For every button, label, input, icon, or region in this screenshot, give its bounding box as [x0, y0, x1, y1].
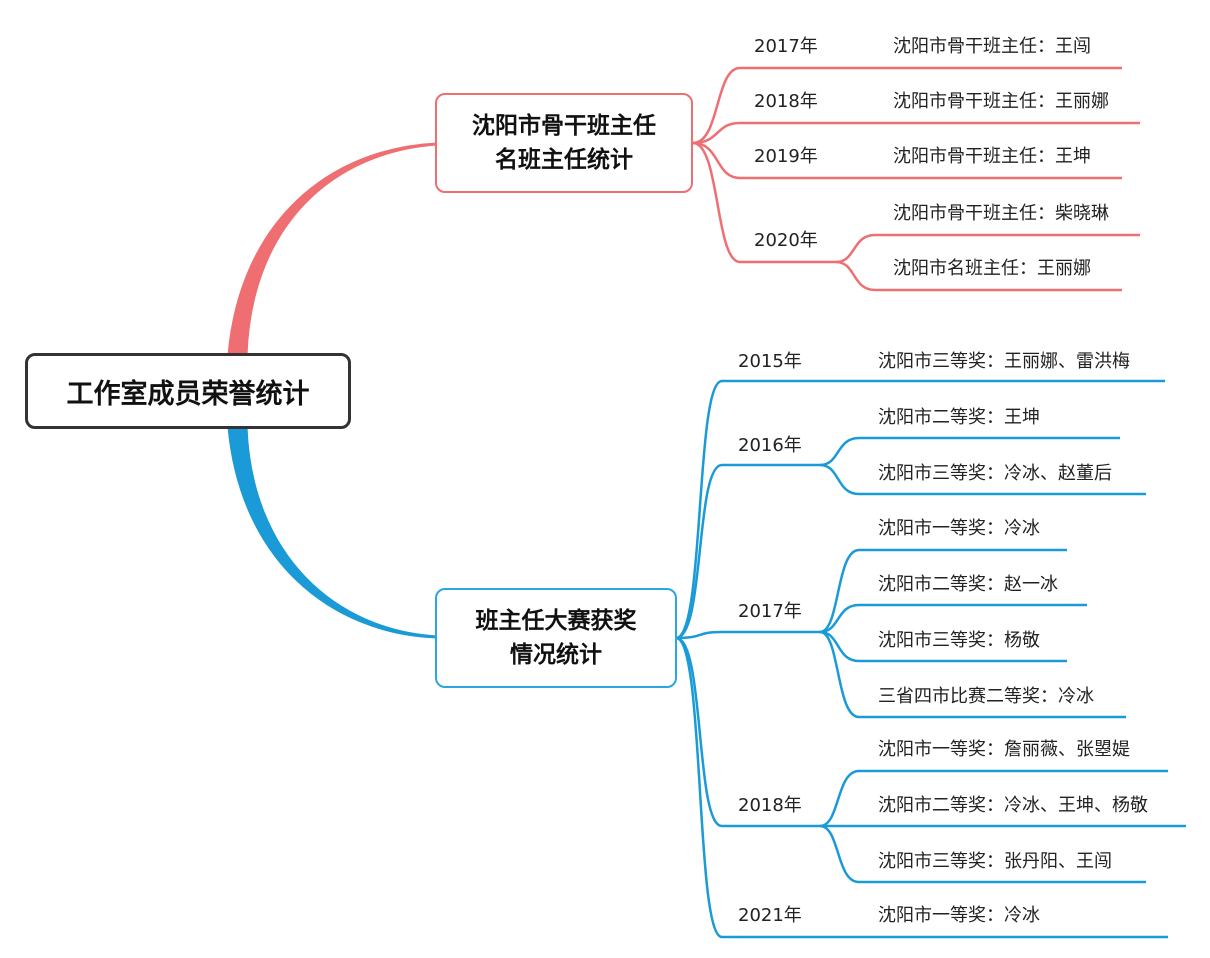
- blue-link-2016-item-2: [819, 463, 1146, 496]
- year-label[interactable]: 2017年: [738, 601, 802, 622]
- red-link-2017: [692, 66, 1122, 145]
- year-label[interactable]: 2020年: [754, 230, 818, 251]
- honor-item[interactable]: 沈阳市骨干班主任：王丽娜: [893, 91, 1109, 112]
- year-label[interactable]: 2017年: [754, 36, 818, 57]
- year-label[interactable]: 2018年: [754, 91, 818, 112]
- branch-title-line-2: 名班主任统计: [495, 147, 633, 173]
- blue-link-2017-item-4: [819, 630, 1126, 719]
- branch-title-line-2: 情况统计: [510, 642, 602, 668]
- blue-link-2016-item-1: [819, 436, 1120, 467]
- award-item[interactable]: 沈阳市二等奖：赵一冰: [878, 574, 1058, 595]
- root-to-red-branch-connector: [227, 142, 438, 356]
- honor-item[interactable]: 沈阳市骨干班主任：王闯: [893, 36, 1091, 57]
- branch-title-line-1: 班主任大赛获奖: [475, 608, 637, 634]
- branch-topic-contest-awards[interactable]: 班主任大赛获奖 情况统计: [435, 588, 677, 688]
- year-label[interactable]: 2015年: [738, 351, 802, 372]
- red-link-2020: [692, 141, 836, 264]
- honor-item[interactable]: 沈阳市骨干班主任：王坤: [893, 146, 1091, 167]
- blue-branch-lines: [675, 379, 1186, 939]
- award-item[interactable]: 沈阳市三等奖：王丽娜、雷洪梅: [878, 351, 1130, 372]
- root-topic[interactable]: 工作室成员荣誉统计: [25, 353, 351, 429]
- blue-link-2015: [675, 379, 1165, 640]
- blue-link-2021: [675, 636, 1168, 939]
- award-item[interactable]: 沈阳市三等奖：杨敬: [878, 630, 1040, 651]
- year-label[interactable]: 2021年: [738, 905, 802, 926]
- branch-title-line-1: 沈阳市骨干班主任: [472, 113, 656, 139]
- red-link-2020-item-1: [835, 233, 1140, 264]
- year-label[interactable]: 2018年: [738, 795, 802, 816]
- red-link-2019: [692, 141, 1122, 180]
- red-link-2018: [692, 121, 1140, 145]
- honor-item[interactable]: 沈阳市名班主任：王丽娜: [893, 258, 1091, 279]
- blue-link-2018-item-3: [819, 824, 1146, 884]
- award-item[interactable]: 沈阳市二等奖：冷冰、王坤、杨敬: [878, 795, 1148, 816]
- root-topic-label: 工作室成员荣誉统计: [66, 378, 310, 410]
- blue-link-2018-item-1: [819, 769, 1168, 828]
- award-item[interactable]: 三省四市比赛二等奖：冷冰: [878, 686, 1094, 707]
- blue-link-2017: [675, 630, 820, 640]
- award-item[interactable]: 沈阳市三等奖：冷冰、赵董后: [878, 463, 1112, 484]
- blue-link-2016: [675, 463, 820, 640]
- honor-item[interactable]: 沈阳市骨干班主任：柴晓琳: [893, 203, 1109, 224]
- award-item[interactable]: 沈阳市二等奖：王坤: [878, 407, 1040, 428]
- blue-link-2017-item-1: [819, 548, 1067, 634]
- year-label[interactable]: 2016年: [738, 435, 802, 456]
- award-item[interactable]: 沈阳市一等奖：冷冰: [878, 518, 1040, 539]
- award-item[interactable]: 沈阳市三等奖：张丹阳、王闯: [878, 851, 1112, 872]
- blue-link-2018: [675, 636, 820, 828]
- year-label[interactable]: 2019年: [754, 146, 818, 167]
- award-item[interactable]: 沈阳市一等奖：冷冰: [878, 905, 1040, 926]
- blue-link-2017-item-3: [819, 630, 1067, 663]
- branch-topic-backbone-teachers[interactable]: 沈阳市骨干班主任 名班主任统计: [435, 93, 693, 193]
- award-item[interactable]: 沈阳市一等奖：詹丽薇、张曌媞: [878, 739, 1130, 760]
- root-to-blue-branch-connector: [227, 426, 438, 639]
- red-branch-lines: [692, 66, 1140, 292]
- red-link-2020-item-2: [835, 260, 1122, 292]
- blue-link-2017-item-2: [819, 603, 1087, 634]
